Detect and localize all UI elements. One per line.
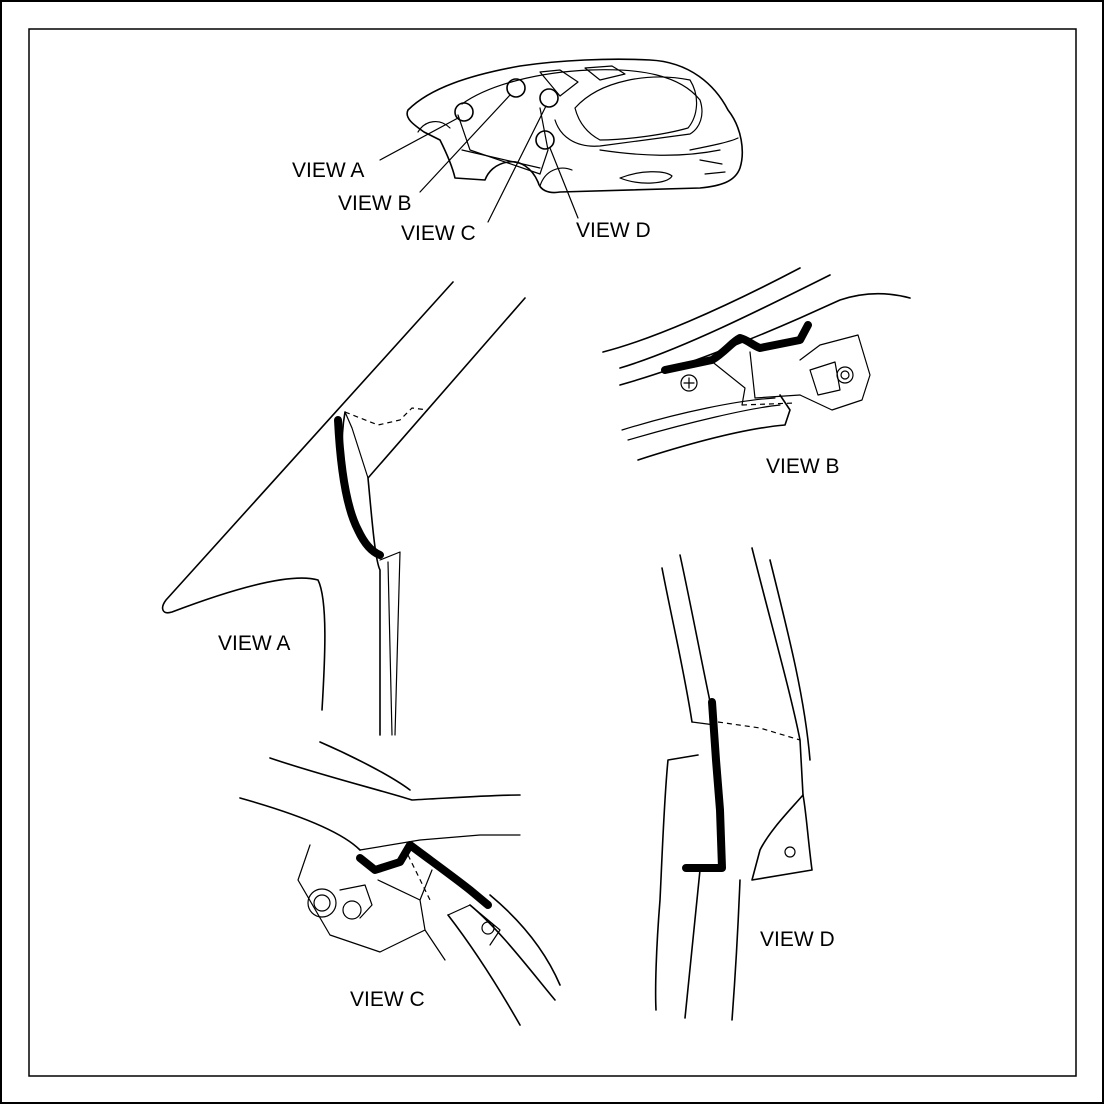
callout-circle-c [539,88,559,108]
car-overview [379,58,744,223]
leader-a [379,117,459,161]
leader-c [487,105,547,223]
view-d-seal [682,698,726,872]
view-c-label: VIEW C [350,988,425,1011]
inner-frame [28,28,1077,1077]
view-b-seal [661,321,812,374]
view-c-seal [356,841,492,909]
callout-circle-d [535,130,555,150]
view-c-drawing [239,741,561,1026]
leader-b [419,94,511,193]
view-d-drawing [654,547,813,1021]
leader-d [549,147,579,219]
callout-label-d: VIEW D [576,219,651,242]
callout-label-a: VIEW A [292,159,364,182]
callout-circle-a [454,102,474,122]
screw-icon [680,374,698,392]
view-a-drawing [161,281,526,736]
view-b-label: VIEW B [766,455,840,478]
callout-label-c: VIEW C [401,222,476,245]
view-d-label: VIEW D [760,928,835,951]
view-b-drawing [602,267,911,461]
callout-label-b: VIEW B [338,192,412,215]
callout-circle-b [506,78,526,98]
view-a-label: VIEW A [218,632,290,655]
view-a-seal [334,416,384,559]
